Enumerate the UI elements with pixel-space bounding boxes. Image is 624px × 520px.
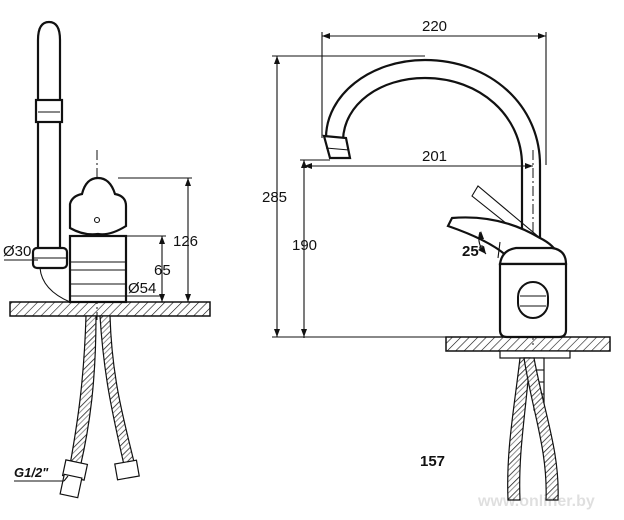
side-dim-body-height: 65	[154, 262, 171, 279]
front-dim-outlet-reach: 201	[422, 148, 447, 165]
front-countertop	[445, 336, 611, 352]
side-hose-fitting	[59, 473, 83, 499]
side-hose-nut-right	[114, 459, 140, 481]
front-dim-stud-length: 157	[420, 453, 445, 470]
side-dim-spout-diameter: Ø30	[3, 243, 31, 260]
front-hose-left	[507, 357, 531, 501]
side-hose-thread-label: G1/2"	[14, 465, 49, 480]
side-dim-base-diameter: Ø54	[128, 280, 156, 297]
side-hose-right	[99, 315, 135, 466]
front-hose-right	[523, 357, 559, 501]
front-dim-outlet-height: 190	[292, 237, 317, 254]
front-dim-lever-angle: 25°	[462, 243, 485, 260]
front-view: 220 201 285 190 25° 157	[262, 18, 611, 501]
front-lever-cap	[498, 246, 568, 266]
side-hose-left	[69, 315, 97, 469]
side-dim-total-height: 126	[173, 233, 198, 250]
side-spout-collar	[34, 98, 64, 124]
front-dim-spout-reach: 220	[422, 18, 447, 35]
side-view: 126 65 Ø54 Ø30 G1/2"	[3, 20, 211, 499]
front-aerator	[322, 134, 352, 160]
front-body-oval	[517, 281, 549, 319]
side-mixer-body	[68, 234, 128, 304]
side-spout-tube	[36, 20, 62, 257]
front-dim-total-height: 285	[262, 189, 287, 206]
side-countertop	[9, 301, 211, 317]
front-mount-plate	[499, 350, 571, 359]
watermark: www.onliner.by	[477, 493, 595, 510]
side-lever-handle	[68, 176, 128, 236]
